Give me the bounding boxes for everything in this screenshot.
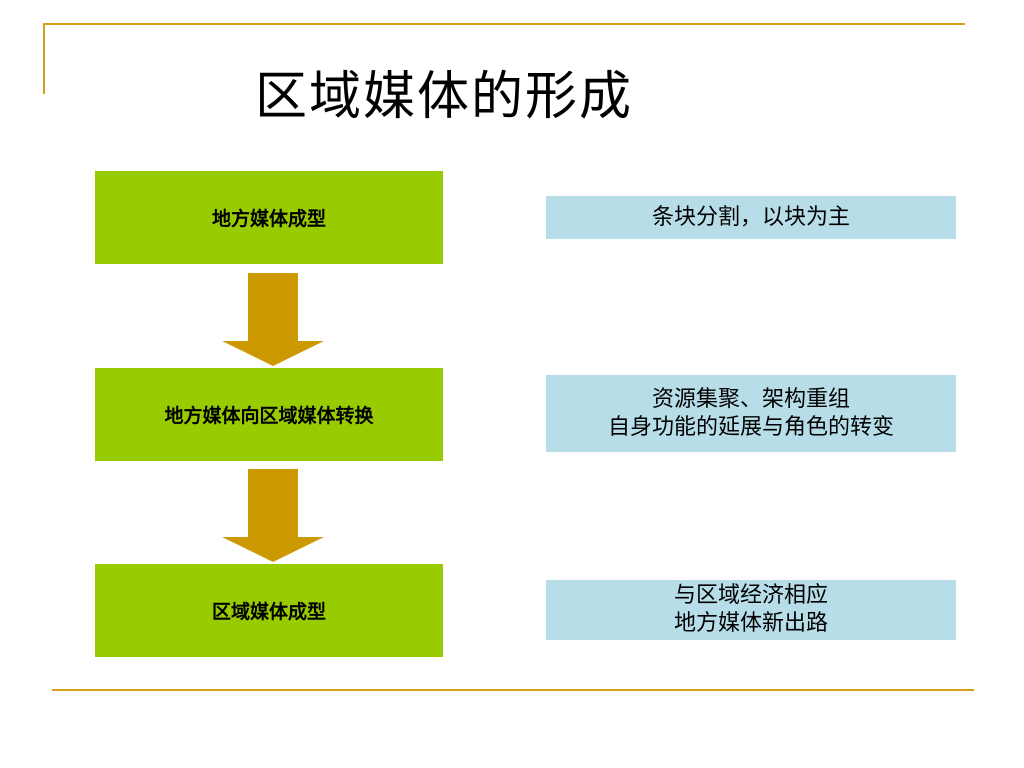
step-box-regional-media: 区域媒体成型: [95, 564, 443, 657]
note-line: 与区域经济相应: [673, 583, 828, 608]
down-arrow-icon: [222, 469, 324, 562]
step-box-local-media: 地方媒体成型: [95, 171, 443, 264]
step-label: 区域媒体成型: [211, 601, 326, 623]
down-arrow-icon: [222, 273, 324, 366]
step-label: 地方媒体向区域媒体转换: [164, 405, 374, 427]
note-line: 自身功能的延展与角色的转变: [607, 414, 894, 440]
step-label: 地方媒体成型: [211, 208, 326, 230]
note-line: 地方媒体新出路: [673, 611, 828, 636]
frame-line-bottom: [52, 689, 974, 691]
frame-line-left: [43, 23, 45, 94]
frame-line-top: [43, 23, 965, 25]
step-box-transition: 地方媒体向区域媒体转换: [95, 368, 443, 461]
note-line: 资源集聚、架构重组: [651, 386, 850, 412]
slide-title: 区域媒体的形成: [255, 67, 634, 127]
note-line: 条块分割，以块为主: [651, 204, 850, 230]
note-box-1: 条块分割，以块为主: [546, 196, 956, 239]
note-box-2: 资源集聚、架构重组 自身功能的延展与角色的转变: [546, 375, 956, 452]
note-box-3: 与区域经济相应 地方媒体新出路: [546, 580, 956, 640]
